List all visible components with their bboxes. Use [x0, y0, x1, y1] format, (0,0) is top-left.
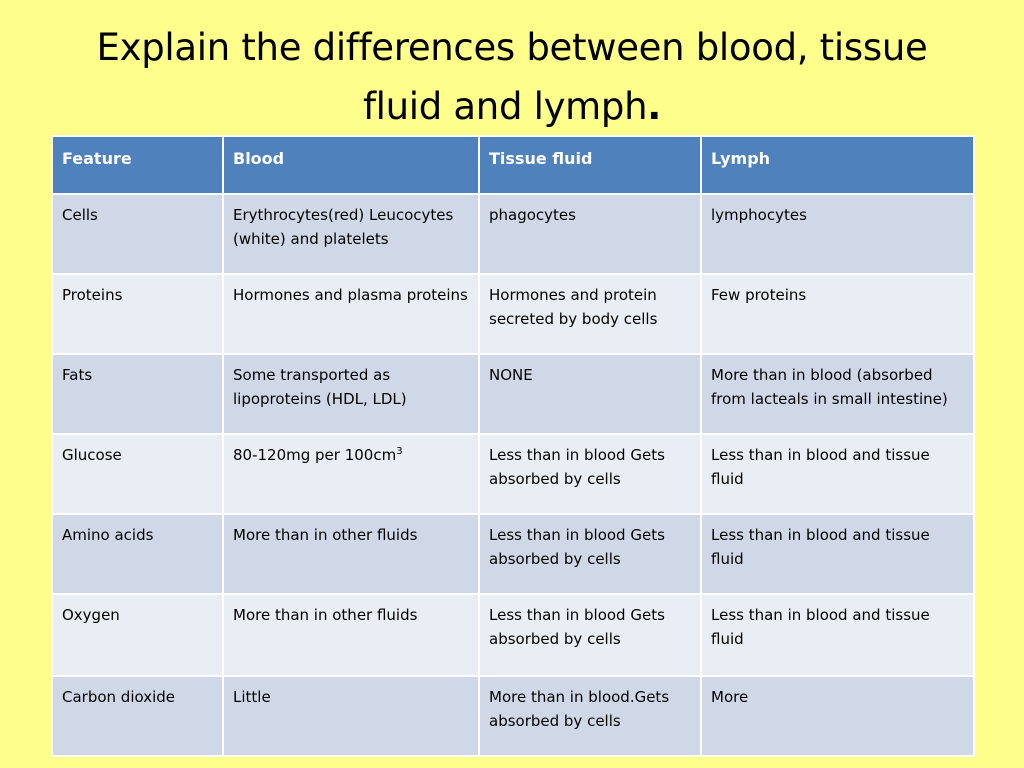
cell-lymph: More than in blood (absorbed from lactea…: [700, 353, 975, 435]
cell-tissue-fluid: Less than in blood Gets absorbed by cell…: [478, 593, 702, 677]
header-tissue-fluid: Tissue fluid: [478, 135, 702, 195]
cell-blood: More than in other fluids: [222, 593, 480, 677]
cell-feature: Carbon dioxide: [51, 675, 224, 757]
cell-lymph: Less than in blood and tissue fluid: [700, 513, 975, 595]
header-blood: Blood: [222, 135, 480, 195]
cell-lymph: Less than in blood and tissue fluid: [700, 433, 975, 515]
table-row: Cells Erythrocytes(red) Leucocytes (whit…: [51, 193, 975, 275]
table-row: Glucose 80-120mg per 100cm3 Less than in…: [51, 433, 975, 515]
cell-blood: 80-120mg per 100cm3: [222, 433, 480, 515]
cell-blood: More than in other fluids: [222, 513, 480, 595]
cell-blood: Little: [222, 675, 480, 757]
cell-lymph: lymphocytes: [700, 193, 975, 275]
cell-feature: Glucose: [51, 433, 224, 515]
cell-blood: Hormones and plasma proteins: [222, 273, 480, 355]
cell-feature: Amino acids: [51, 513, 224, 595]
cell-lymph: Less than in blood and tissue fluid: [700, 593, 975, 677]
cell-tissue-fluid: NONE: [478, 353, 702, 435]
table-row: Carbon dioxide Little More than in blood…: [51, 675, 975, 757]
cell-lymph: Few proteins: [700, 273, 975, 355]
cell-tissue-fluid: phagocytes: [478, 193, 702, 275]
cell-feature: Proteins: [51, 273, 224, 355]
comparison-table: Feature Blood Tissue fluid Lymph Cells E…: [51, 135, 975, 757]
header-feature: Feature: [51, 135, 224, 195]
cell-feature: Oxygen: [51, 593, 224, 677]
header-lymph: Lymph: [700, 135, 975, 195]
table-row: Proteins Hormones and plasma proteins Ho…: [51, 273, 975, 355]
slide-title-line-2: fluid and lymph: [362, 85, 648, 128]
table-header-row: Feature Blood Tissue fluid Lymph: [51, 135, 975, 195]
table-row: Oxygen More than in other fluids Less th…: [51, 593, 975, 677]
superscript-3: 3: [396, 446, 403, 457]
cell-tissue-fluid: More than in blood.Gets absorbed by cell…: [478, 675, 702, 757]
table-row: Amino acids More than in other fluids Le…: [51, 513, 975, 595]
cell-tissue-fluid: Less than in blood Gets absorbed by cell…: [478, 513, 702, 595]
cell-blood: Some transported as lipoproteins (HDL, L…: [222, 353, 480, 435]
cell-blood: Erythrocytes(red) Leucocytes (white) and…: [222, 193, 480, 275]
slide-title-end-mark: .: [647, 85, 662, 128]
cell-feature: Fats: [51, 353, 224, 435]
cell-tissue-fluid: Hormones and protein secreted by body ce…: [478, 273, 702, 355]
table-row: Fats Some transported as lipoproteins (H…: [51, 353, 975, 435]
cell-tissue-fluid: Less than in blood Gets absorbed by cell…: [478, 433, 702, 515]
slide-title: Explain the differences between blood, t…: [40, 18, 984, 136]
cell-feature: Cells: [51, 193, 224, 275]
cell-blood-text: 80-120mg per 100cm: [233, 446, 397, 464]
slide-title-line-1: Explain the differences between blood, t…: [96, 26, 928, 69]
cell-lymph: More: [700, 675, 975, 757]
